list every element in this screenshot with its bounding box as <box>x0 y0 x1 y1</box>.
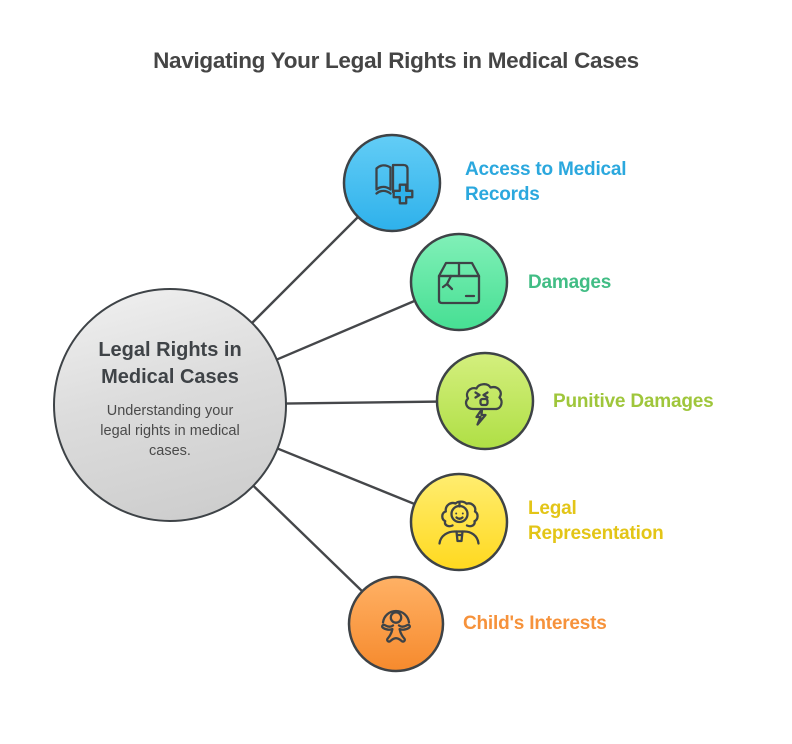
node-label-access-to-medical-records: Access to Medical Records <box>465 159 627 205</box>
node-childs-interests <box>347 575 445 673</box>
central-node-heading: Legal Rights in Medical Cases <box>98 339 242 388</box>
damaged-box-icon <box>437 261 481 305</box>
open-book-medical-plus-icon <box>375 163 414 205</box>
central-node-circle <box>53 288 287 522</box>
node-label-punitive-damages: Punitive Damages <box>553 391 714 412</box>
storm-cloud-lightning-icon <box>464 383 503 426</box>
node-access-to-medical-records <box>342 133 442 233</box>
node-legal-representation <box>409 472 509 572</box>
node-circle-punitive <box>435 351 535 451</box>
page-title: Navigating Your Legal Rights in Medical … <box>153 48 639 73</box>
lawyer-icon <box>438 500 480 545</box>
node-punitive-damages <box>435 351 535 451</box>
node-label-legal-representation: Legal Representation <box>528 498 664 544</box>
child-icon <box>381 609 411 643</box>
node-circle-damages <box>409 232 509 332</box>
node-circle-child <box>347 575 445 673</box>
central-node-description: Understanding your legal rights in medic… <box>100 403 240 459</box>
node-label-childs-interests: Child's Interests <box>463 613 607 634</box>
node-label-damages: Damages <box>528 272 612 293</box>
node-damages <box>409 232 509 332</box>
